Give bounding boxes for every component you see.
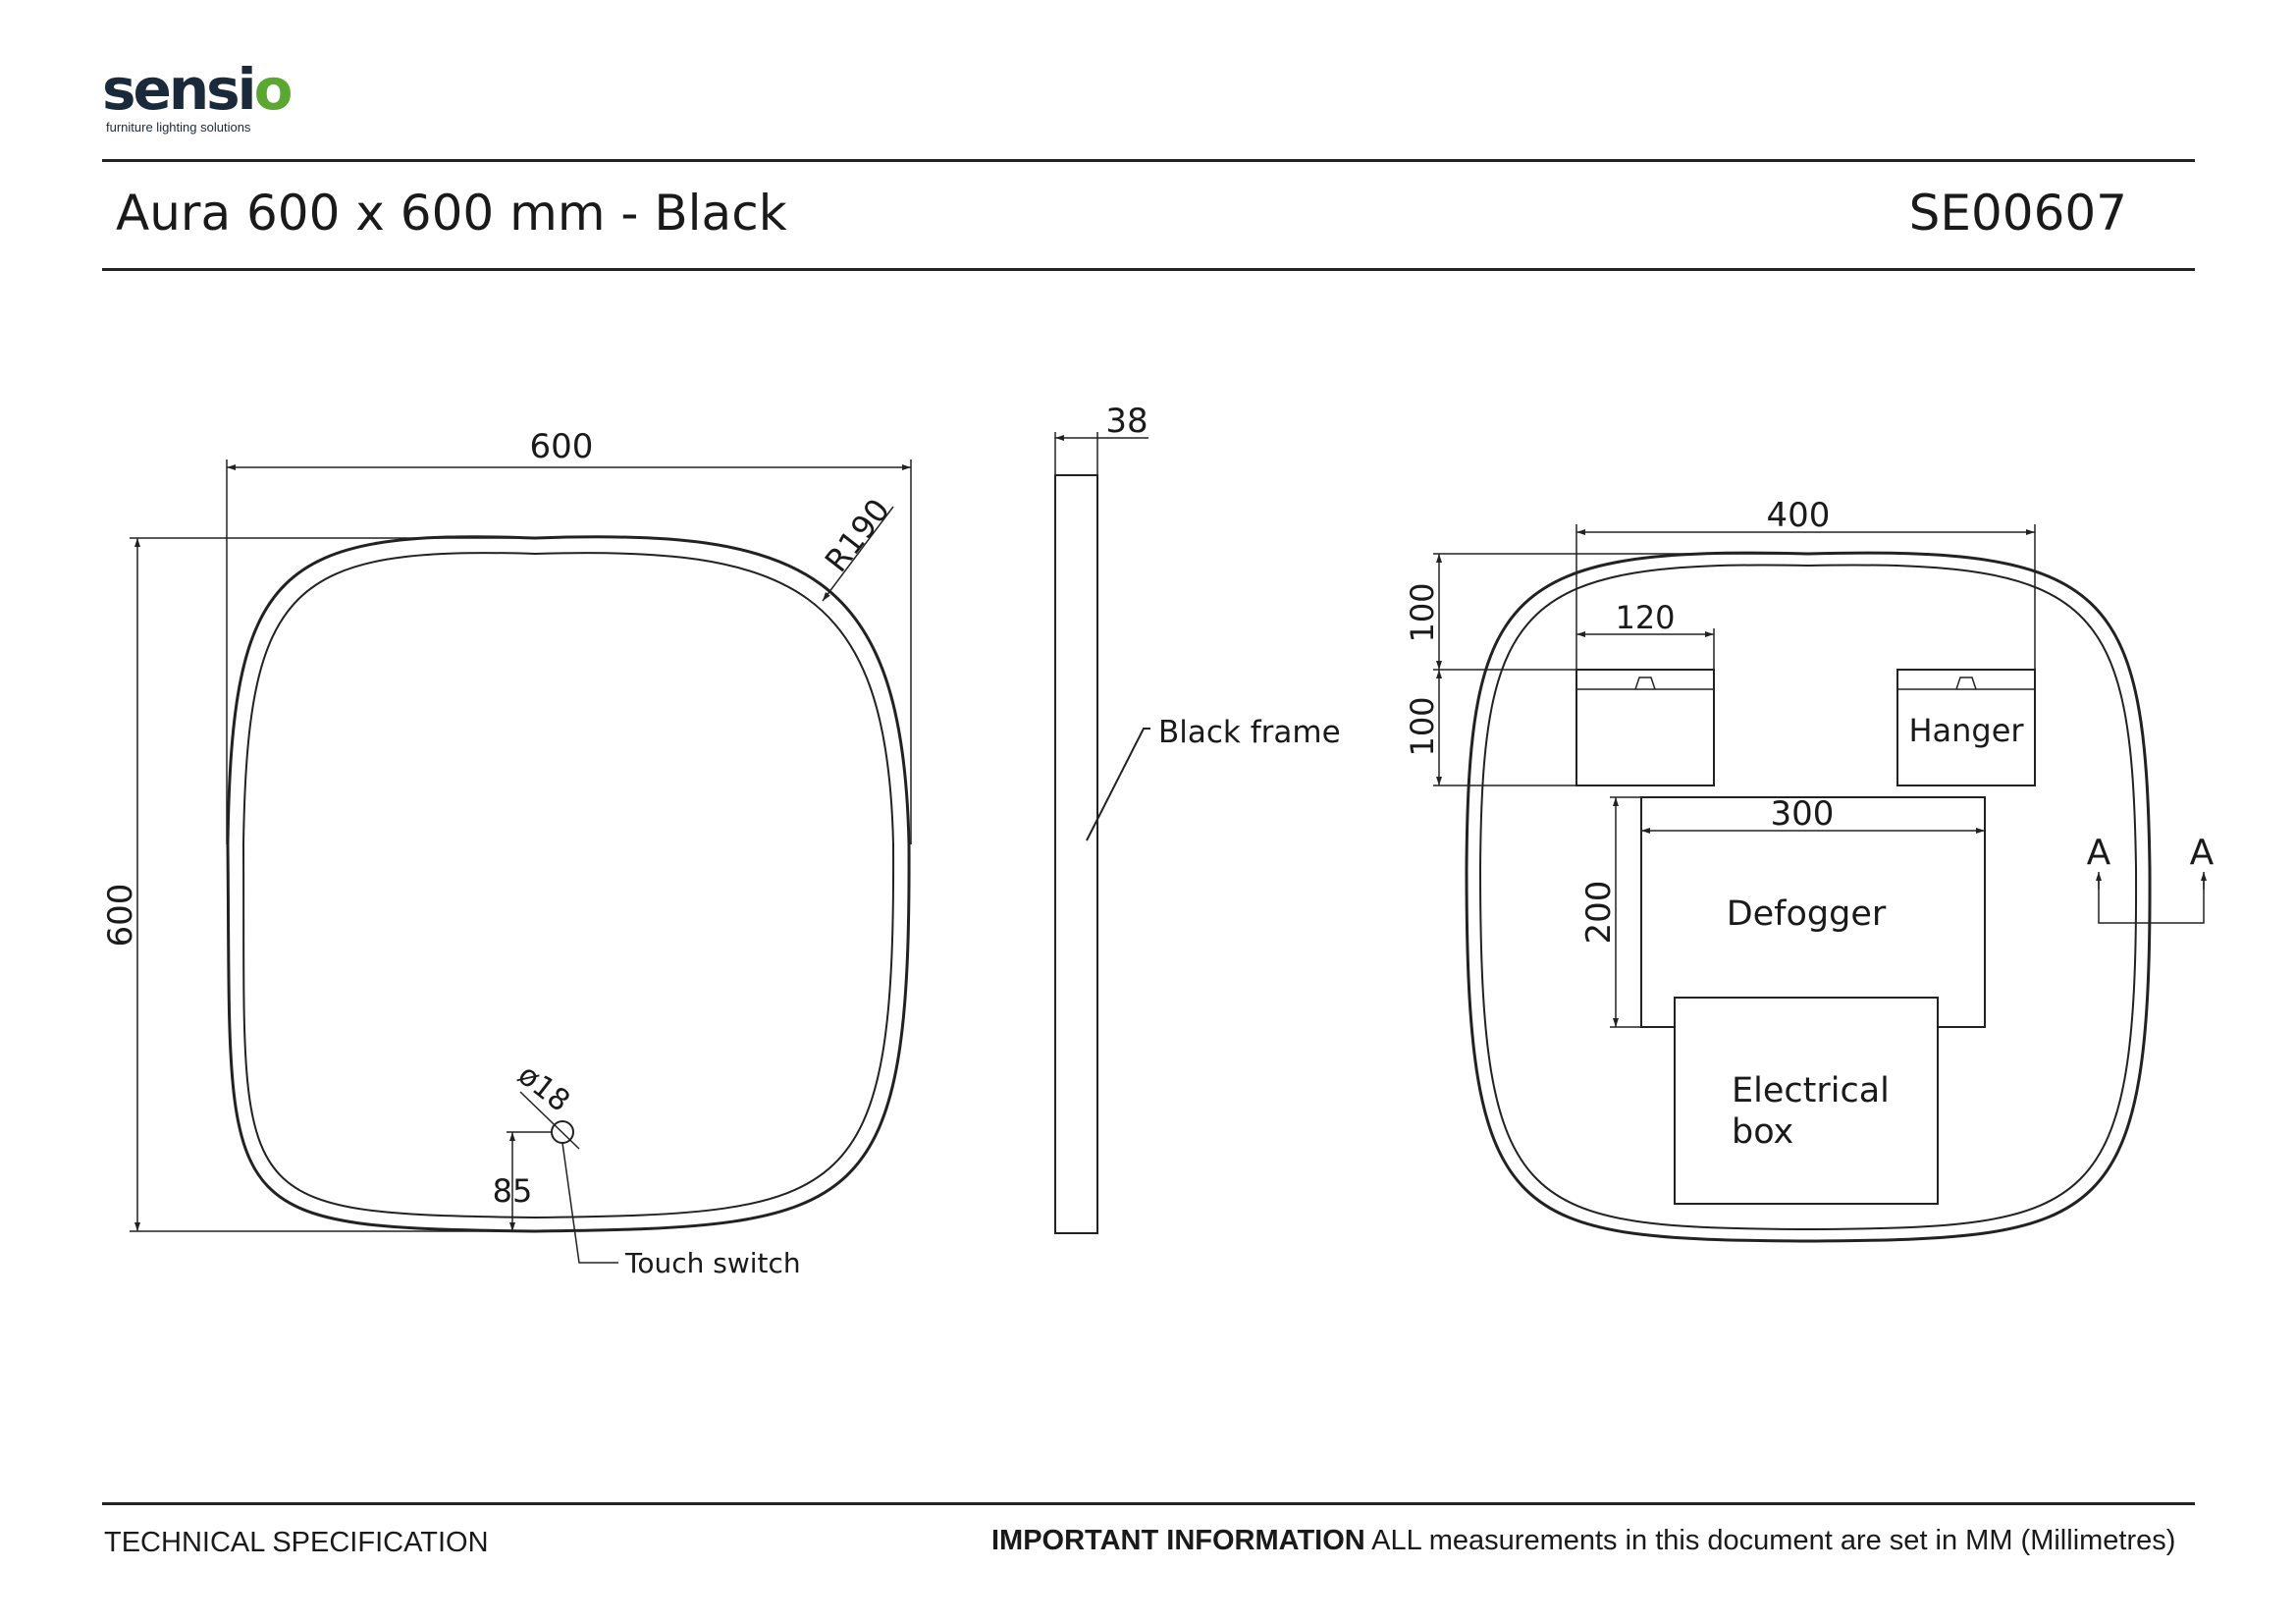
front-view [130, 460, 912, 1264]
rear-outline-inner [1478, 564, 2138, 1231]
footer-important-information: IMPORTANT INFORMATION ALL measurements i… [991, 1525, 2175, 1557]
front-width-label: 600 [530, 427, 594, 466]
section-label-left: A [2087, 833, 2111, 873]
defogger-height-label: 200 [1579, 881, 1619, 945]
mirror-outline-outer [226, 535, 911, 1233]
black-frame-leader [1086, 728, 1150, 841]
hanger-left [1575, 669, 1715, 786]
hanger-label: Hanger [1908, 712, 2024, 749]
defogger-label: Defogger [1727, 894, 1887, 934]
electrical-box-label-line1: Electrical [1732, 1071, 1890, 1110]
switch-diameter-leader [519, 1091, 580, 1150]
header-bottom-rule [102, 268, 2195, 271]
hanger-right-slot-icon [1955, 677, 1977, 690]
side-view [1054, 432, 1150, 1234]
switch-diameter-label: ø18 [511, 1057, 576, 1118]
touch-switch-callout: Touch switch [624, 1247, 801, 1279]
hanger-right [1896, 669, 2036, 786]
hanger-height-label: 100 [1404, 696, 1441, 756]
section-label-right: A [2190, 833, 2215, 873]
hanger-span-label: 400 [1767, 496, 1831, 535]
side-profile [1054, 474, 1098, 1234]
radius-leader [822, 506, 894, 602]
product-code: SE00607 [1908, 185, 2127, 242]
logo-wordmark: sensio [102, 56, 293, 123]
section-line [2098, 877, 2205, 924]
mirror-outline-inner [241, 552, 895, 1219]
switch-offset-label: 85 [493, 1172, 533, 1210]
hanger-width-label: 120 [1615, 599, 1675, 636]
product-title: Aura 600 x 600 mm - Black [116, 185, 787, 242]
electrical-box [1674, 997, 1939, 1205]
sensio-logo: sensio furniture lighting solutions [102, 61, 357, 139]
footer-rule [102, 1502, 2195, 1505]
logo-tagline: furniture lighting solutions [106, 120, 251, 135]
radius-label: R190 [818, 492, 897, 579]
rear-outline-outer [1465, 551, 2152, 1243]
black-frame-callout: Black frame [1158, 715, 1341, 750]
defogger-width-label: 300 [1771, 794, 1835, 834]
electrical-box-label-line2: box [1732, 1112, 1793, 1152]
important-heading: IMPORTANT INFORMATION [991, 1525, 1365, 1556]
important-text: ALL measurements in this document are se… [1364, 1525, 2176, 1556]
hanger-top-offset-label: 100 [1404, 582, 1441, 642]
side-depth-label: 38 [1105, 402, 1148, 441]
hanger-left-slot-icon [1634, 677, 1656, 690]
rear-view [1433, 524, 2207, 1243]
header-top-rule [102, 159, 2195, 162]
touch-switch-leader [561, 1142, 618, 1264]
front-height-label: 600 [101, 884, 140, 947]
footer-technical-specification: TECHNICAL SPECIFICATION [104, 1527, 489, 1558]
